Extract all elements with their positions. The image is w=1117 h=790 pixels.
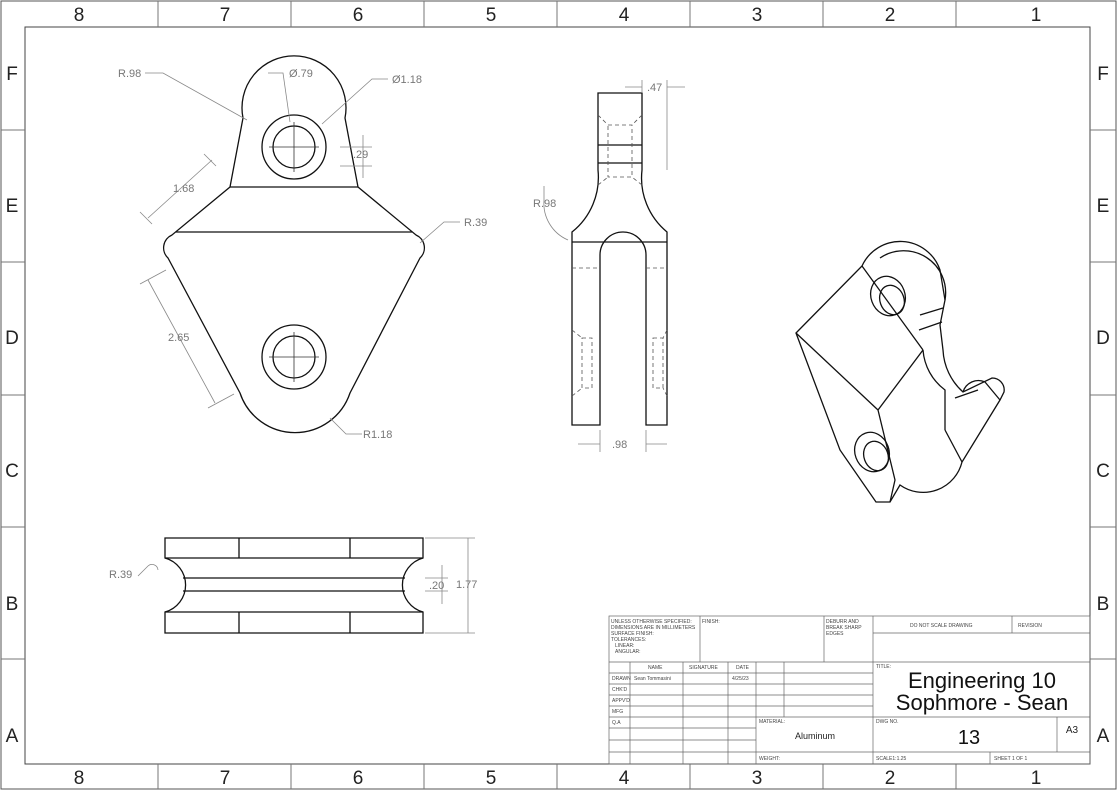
row-label-left: A xyxy=(6,726,19,747)
tb-do-not-scale: DO NOT SCALE DRAWING xyxy=(910,623,973,629)
inner-border xyxy=(24,26,1091,765)
row-label-right: F xyxy=(1097,64,1109,85)
tb-drawn-name: Sean Tommasini xyxy=(634,676,671,682)
tb-weight-label: WEIGHT: xyxy=(759,756,780,762)
tb-row-label: CHK'D xyxy=(612,687,628,693)
tb-scale: SCALE1:1.25 xyxy=(876,756,907,762)
col-label-bottom: 5 xyxy=(486,768,497,789)
tb-row-label: DRAWN xyxy=(612,676,631,682)
tb-col-name: NAME xyxy=(648,665,663,671)
col-label-bottom: 6 xyxy=(353,768,364,789)
dim-slant-upper: 1.68 xyxy=(173,183,194,195)
col-label-bottom: 1 xyxy=(1031,768,1042,789)
col-label-bottom: 2 xyxy=(885,768,896,789)
tb-title-label: TITLE: xyxy=(876,664,891,670)
dim-bottom-width: .98 xyxy=(612,439,627,451)
tb-finish-label: FINISH: xyxy=(702,619,720,625)
col-label-top: 3 xyxy=(752,5,763,26)
tb-material-value: Aluminum xyxy=(795,731,835,741)
tb-note: LINEAR: xyxy=(615,643,634,649)
dim-bottom-corner: R.39 xyxy=(109,569,132,581)
dim-corner-right: R.39 xyxy=(464,217,487,229)
col-label-bottom: 8 xyxy=(74,768,85,789)
tb-col-date: DATE xyxy=(736,665,750,671)
tb-drawn-date: 4/25/23 xyxy=(732,676,749,682)
bottom-view xyxy=(164,537,424,634)
col-label-bottom: 3 xyxy=(752,768,763,789)
tb-row-label: APPV'D xyxy=(612,698,630,704)
dim-slant-lower: 2.65 xyxy=(168,332,189,344)
tb-col-signature: SIGNATURE xyxy=(689,665,718,671)
row-label-left: E xyxy=(6,196,19,217)
tb-note: ANGULAR: xyxy=(615,649,641,655)
tb-note: SURFACE FINISH: xyxy=(611,631,654,637)
col-label-bottom: 7 xyxy=(220,768,231,789)
tb-dwg-no-label: DWG NO. xyxy=(876,719,899,725)
row-label-right: D xyxy=(1096,328,1110,349)
col-label-top: 5 xyxy=(486,5,497,26)
dim-bottom-height: 1.77 xyxy=(456,579,477,591)
col-label-top: 4 xyxy=(619,5,630,26)
isometric-view xyxy=(795,240,1005,503)
row-label-right: B xyxy=(1097,594,1110,615)
dim-bottom-gap: .20 xyxy=(429,580,444,592)
tb-title-line2: Sophmore - Sean xyxy=(896,690,1068,715)
row-label-right: A xyxy=(1097,726,1110,747)
tb-sheet: SHEET 1 OF 1 xyxy=(994,756,1027,762)
dim-top-width: .47 xyxy=(647,82,662,94)
col-label-top: 7 xyxy=(220,5,231,26)
tb-dwg-no-value: 13 xyxy=(958,727,980,749)
tb-note: UNLESS OTHERWISE SPECIFIED: xyxy=(611,619,692,625)
dim-r-top: R.98 xyxy=(118,68,141,80)
tb-material-label: MATERIAL: xyxy=(759,719,785,725)
tb-row-label: Q.A xyxy=(612,720,621,726)
dim-side-fillet: R.98 xyxy=(533,198,556,210)
row-label-right: E xyxy=(1097,196,1110,217)
side-dimension-lines xyxy=(543,80,685,452)
tb-size: A3 xyxy=(1066,725,1079,736)
col-label-top: 2 xyxy=(885,5,896,26)
dim-dia-inner: Ø.79 xyxy=(289,68,313,80)
row-label-left: D xyxy=(5,328,19,349)
col-label-top: 6 xyxy=(353,5,364,26)
row-label-left: F xyxy=(6,64,18,85)
title-block xyxy=(608,615,1091,765)
row-label-right: C xyxy=(1096,461,1110,482)
tb-deburr: EDGES xyxy=(826,631,844,637)
tb-note: TOLERANCES: xyxy=(611,637,646,643)
col-label-top: 1 xyxy=(1031,5,1042,26)
tb-revision-label: REVISION xyxy=(1018,623,1042,629)
tb-row-label: MFG xyxy=(612,709,623,715)
col-label-bottom: 4 xyxy=(619,768,630,789)
tb-title-line1: Engineering 10 xyxy=(908,668,1056,693)
dim-dia-outer: Ø1.18 xyxy=(392,74,422,86)
dim-boss-gap: .29 xyxy=(353,149,368,161)
tb-deburr: BREAK SHARP xyxy=(826,625,862,631)
front-dimension-lines xyxy=(139,72,460,435)
row-label-left: C xyxy=(5,461,19,482)
tb-deburr: DEBURR AND xyxy=(826,619,859,625)
side-hidden-lines xyxy=(571,114,668,397)
side-view xyxy=(571,92,668,426)
row-label-left: B xyxy=(6,594,19,615)
dim-r-bottom: R1.18 xyxy=(363,429,392,441)
front-centerlines xyxy=(269,122,319,382)
col-label-top: 8 xyxy=(74,5,85,26)
bottom-dimension-lines xyxy=(137,537,475,634)
tb-note: DIMENSIONS ARE IN MILLIMETERS xyxy=(611,625,696,631)
